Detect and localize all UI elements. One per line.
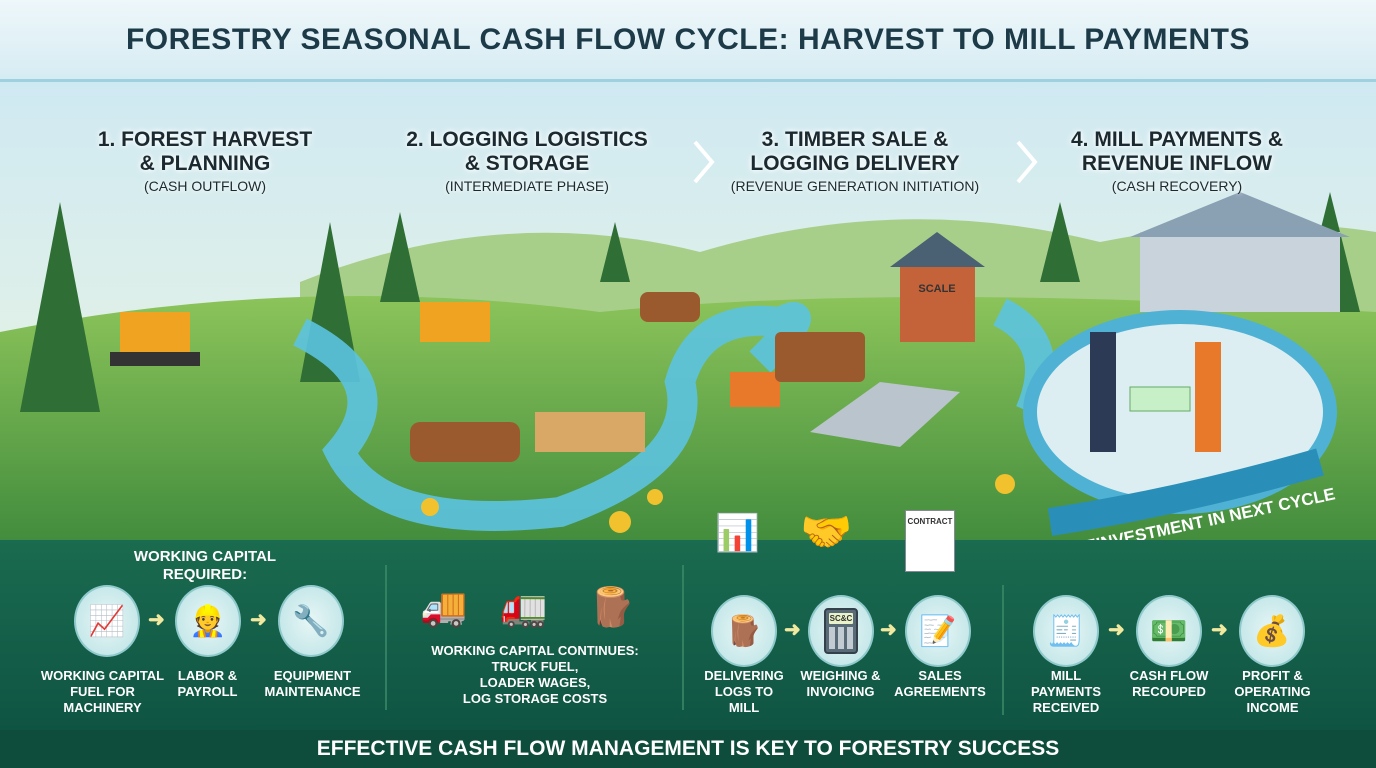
stage-3-header: 3. TIMBER SALE & LOGGING DELIVERY (REVEN… [705, 128, 1005, 194]
stage-subtitle: (REVENUE GENERATION INITIATION) [730, 178, 980, 194]
stage-title: REVENUE INFLOW [1081, 152, 1273, 175]
coins [421, 474, 1015, 533]
item-label: SALES AGREEMENTS [894, 668, 986, 699]
calculator-keys [829, 627, 853, 649]
stage-title: 1. FOREST HARVEST [97, 128, 313, 151]
contract-icon: CONTRACT [905, 510, 955, 572]
item-label: PROFIT & OPERATING INCOME [1234, 668, 1311, 715]
item-label: DELIVERING LOGS TO MILL [704, 668, 784, 715]
lumber-stack-icon: 🪵 [588, 587, 636, 629]
stage-title: 3. TIMBER SALE & [761, 128, 949, 151]
money-bag-icon: 💰 [1239, 595, 1305, 667]
businessman [1090, 332, 1116, 452]
item-label: MILL PAYMENTS RECEIVED [1030, 668, 1102, 715]
excavator [110, 312, 200, 366]
stage-2-header: 2. LOGGING LOGISTICS & STORAGE (INTERMED… [397, 128, 657, 194]
worker-icon: 👷 [175, 585, 241, 657]
wrench-gear-icon: 🔧 [278, 585, 344, 657]
loader [420, 302, 490, 342]
text-line: LOADER WAGES, [479, 675, 591, 690]
divider [385, 565, 387, 710]
item-label: EQUIPMENT MAINTENANCE [264, 668, 361, 699]
item-label: WORKING CAPITAL FUEL FOR MACHINERY [40, 668, 165, 715]
footer-text: EFFECTIVE CASH FLOW MANAGEMENT IS KEY TO… [316, 737, 1060, 760]
truck-icon: 🚚 [420, 587, 468, 629]
stage-title: LOGGING DELIVERY [750, 152, 960, 175]
document-icon: 📝 [905, 595, 971, 667]
page-title: FORESTRY SEASONAL CASH FLOW CYCLE: HARVE… [125, 22, 1251, 56]
item-label: CASH FLOW RECOUPED [1129, 668, 1209, 699]
chevron-icon [1016, 140, 1038, 184]
logs-icon: 🪵 [711, 595, 777, 667]
arrow-right-icon: ➜ [1108, 619, 1125, 641]
chevron-icon [693, 140, 715, 184]
working-capital-continues: WORKING CAPITAL CONTINUES: TRUCK FUEL, L… [400, 643, 670, 707]
footer: EFFECTIVE CASH FLOW MANAGEMENT IS KEY TO… [0, 730, 1376, 768]
arrow-right-icon: ➜ [880, 619, 897, 641]
arrow-right-icon: ➜ [250, 609, 267, 631]
stage-title: & STORAGE [464, 152, 590, 175]
log-piles [410, 292, 700, 462]
stage-title: 4. MILL PAYMENTS & [1071, 128, 1283, 151]
working-capital-heading: WORKING CAPITAL REQUIRED: [133, 548, 277, 583]
stage-title: & PLANNING [139, 152, 271, 175]
mill-building [1130, 192, 1350, 312]
stage-subtitle: (INTERMEDIATE PHASE) [445, 178, 609, 194]
arrow-right-icon: ➜ [784, 619, 801, 641]
bar-chart-icon: 📊 [715, 512, 760, 553]
stage-4-header: 4. MILL PAYMENTS & REVENUE INFLOW (CASH … [1047, 128, 1307, 194]
scene-illustration: SCALE REINVESTMENT IN NEXT CYCLE [0, 82, 1376, 552]
text-line: LOG STORAGE COSTS [462, 691, 608, 706]
arrow-right-icon: ➜ [1211, 619, 1228, 641]
divider [1002, 585, 1004, 715]
scale-sign: SCALE [918, 283, 955, 295]
log-truck [730, 332, 865, 407]
divider [682, 565, 684, 710]
item-label: WEIGHING & INVOICING [800, 668, 881, 699]
text-line: TRUCK FUEL, [491, 659, 579, 674]
title-bar: FORESTRY SEASONAL CASH FLOW CYCLE: HARVE… [0, 0, 1376, 82]
stage-title: 2. LOGGING LOGISTICS [406, 128, 648, 151]
weigh-scale [810, 382, 960, 447]
text-line: WORKING CAPITAL CONTINUES: [431, 643, 639, 658]
calculator-body: SC&C [824, 608, 858, 654]
check [1129, 386, 1191, 412]
item-label: LABOR & PAYROLL [177, 668, 238, 699]
stage-subtitle: (CASH OUTFLOW) [143, 178, 267, 194]
log-truck-icon: 🚛 [500, 587, 548, 629]
stage-1-header: 1. FOREST HARVEST & PLANNING (CASH OUTFL… [85, 128, 325, 194]
handshake-icon: 🤝 [800, 508, 853, 555]
calculator-icon: SC&C [808, 595, 874, 667]
calculator-display: SC&C [829, 613, 853, 624]
chart-icon: 📈 [74, 585, 140, 657]
check-icon: 🧾 [1033, 595, 1099, 667]
cash-icon: 💵 [1136, 595, 1202, 667]
stage-subtitle: (CASH RECOVERY) [1111, 178, 1243, 194]
scale-house: SCALE [890, 232, 985, 342]
arrow-right-icon: ➜ [148, 609, 165, 631]
worker [1195, 342, 1221, 452]
